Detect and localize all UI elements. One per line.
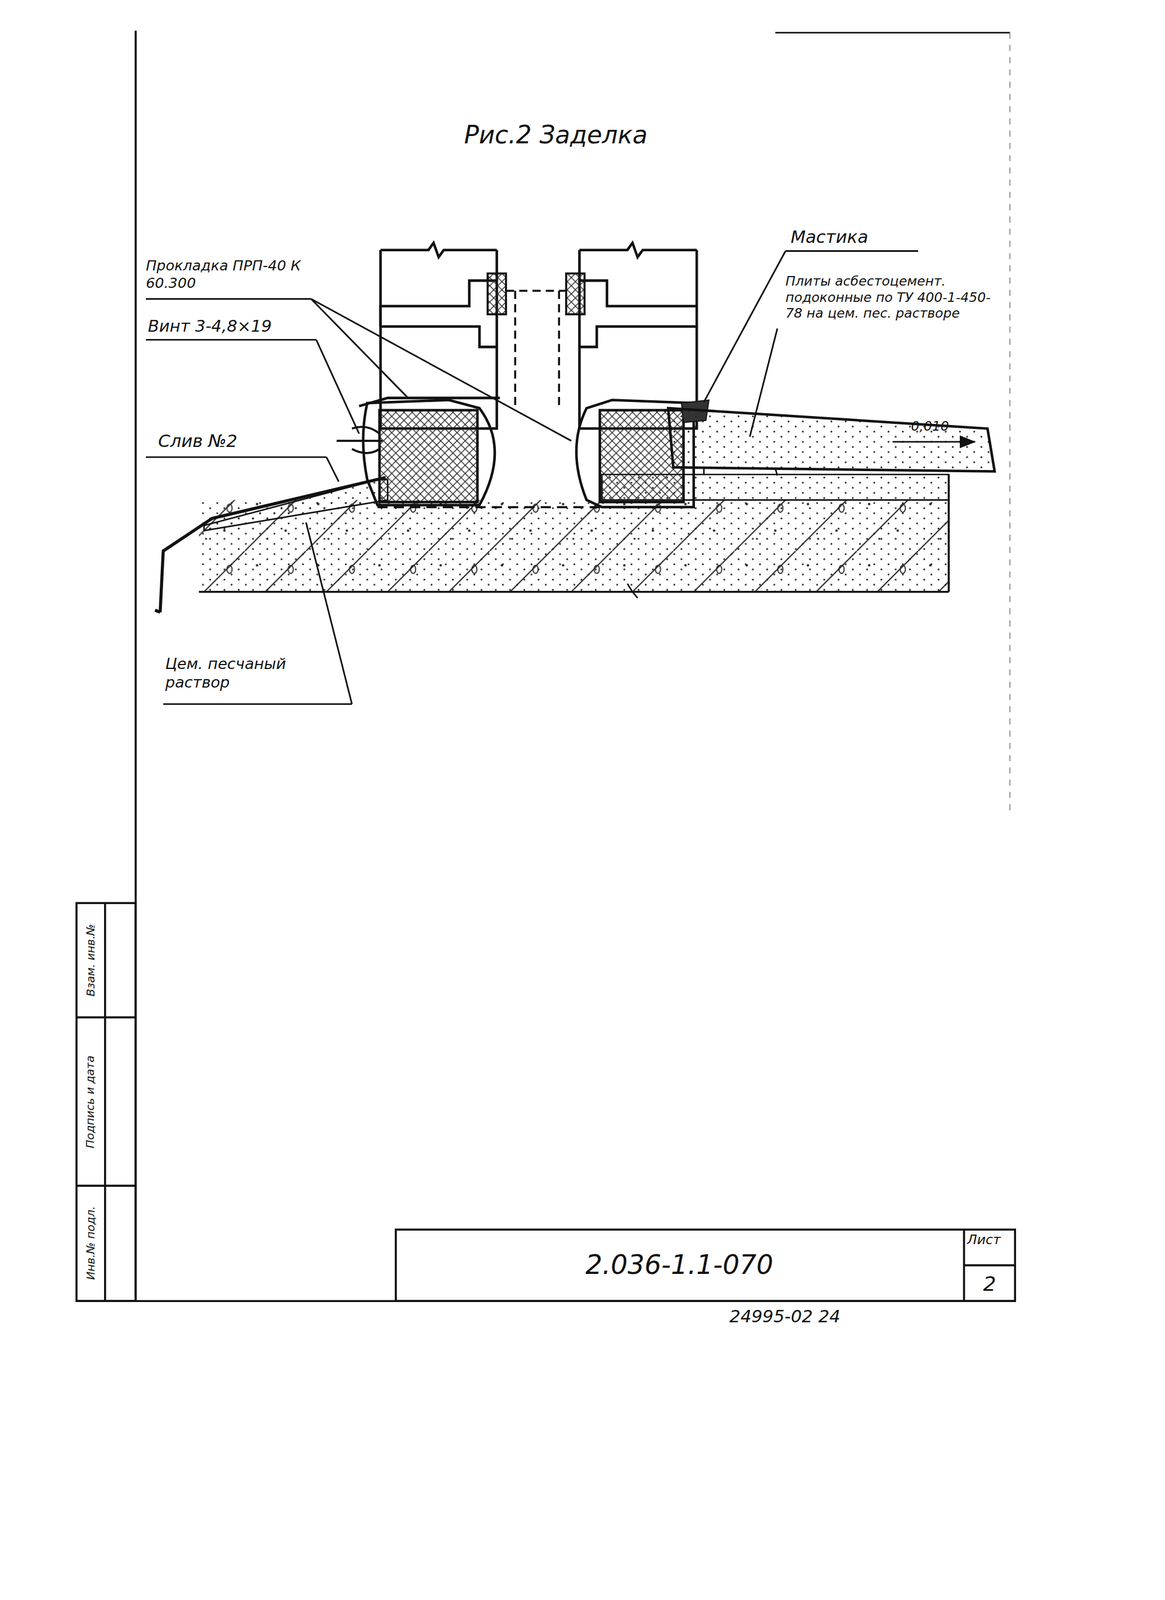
slope-value: 0,010 (910, 418, 988, 435)
part-label: Винт 3-4,8×19 (147, 316, 327, 337)
sheet-number: 2 (969, 1271, 1011, 1297)
part-label: Цем. песчаный раствор (165, 655, 355, 692)
drawing-title: Рис.2 Заделка (464, 120, 771, 150)
sheet-header: Лист (967, 1231, 1014, 1248)
part-label: Слив №2 (157, 430, 301, 452)
stamp-field: Взам. инв.№ (84, 905, 98, 1016)
stamp-field: Инв.№ подл. (84, 1188, 98, 1299)
part-label: Мастика (790, 226, 914, 248)
stamp-field: Подпись и дата (84, 1020, 98, 1184)
drawing-code: 2.036-1.1-070 (414, 1249, 945, 1282)
part-label: Плиты асбестоцемент. подоконные по ТУ 40… (785, 273, 1000, 322)
part-label: Прокладка ПРП-40 К 60.300 (145, 256, 325, 292)
archive-number: 24995-02 24 (729, 1306, 954, 1327)
